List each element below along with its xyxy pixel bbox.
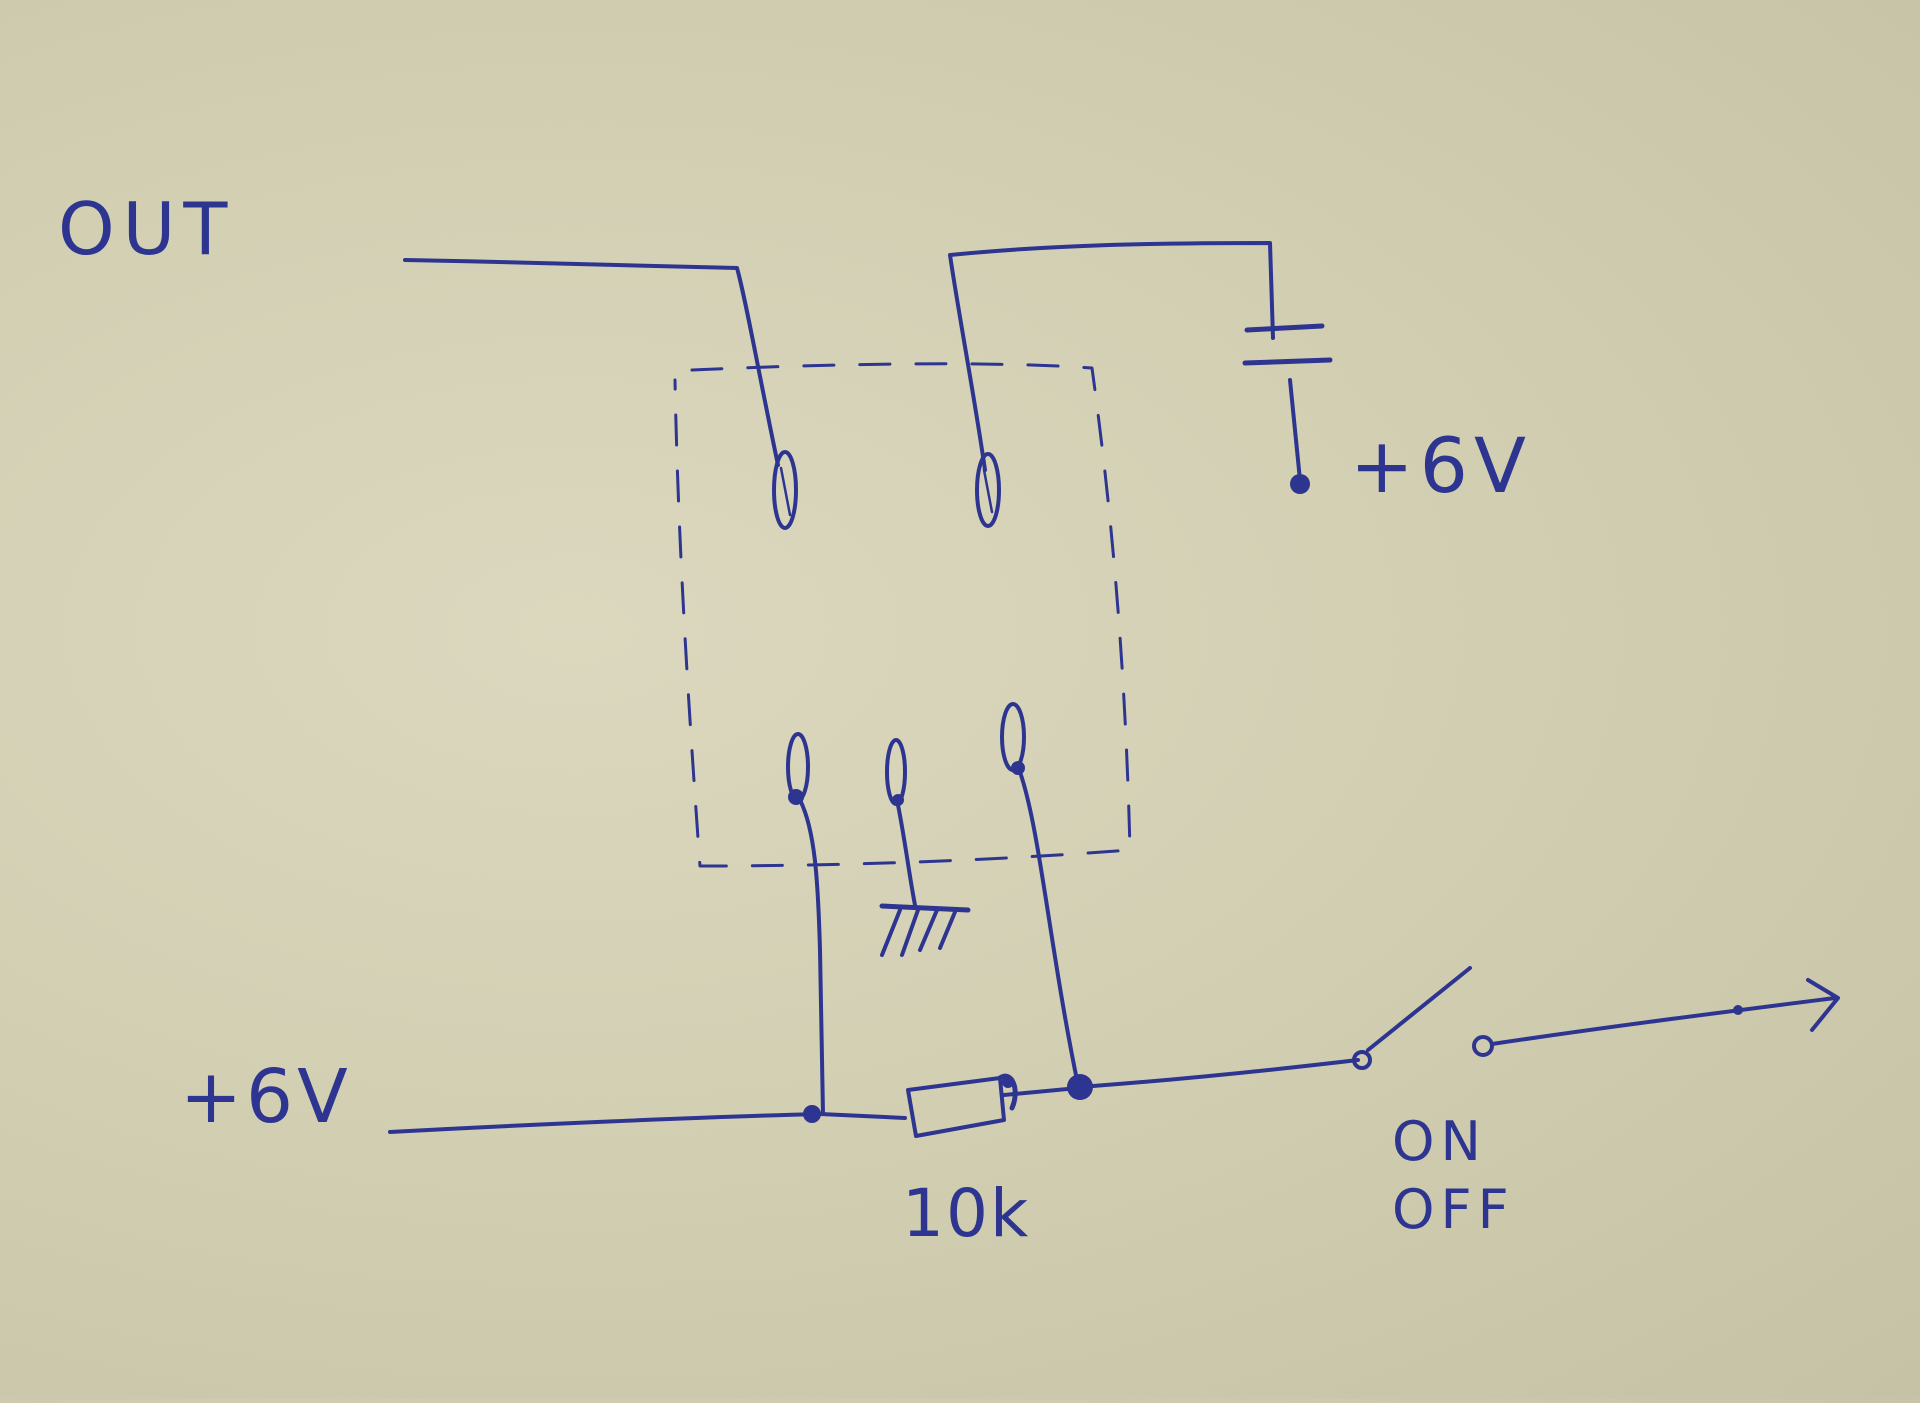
out-label: OUT <box>58 187 235 271</box>
supply-voltage-label: +6V <box>180 1054 352 1140</box>
ground-lead <box>896 803 917 907</box>
relay-pin-left <box>786 732 810 805</box>
relay-pin-supply <box>975 452 1001 528</box>
ink-group: OUT +6V +6V 10k ON OFF <box>58 187 1840 1252</box>
ground-symbol-icon <box>879 903 971 957</box>
left-pin-lead <box>798 798 825 1116</box>
node-to-switch-wire <box>1091 1058 1360 1088</box>
switch-off-label: OFF <box>1392 1178 1515 1241</box>
right-pin-lead <box>1018 770 1080 1087</box>
arrow-right-icon <box>1490 978 1840 1046</box>
relay-pin-middle <box>885 738 907 806</box>
relay-pin-right <box>1000 702 1026 775</box>
supply-line <box>388 1112 907 1134</box>
switch-on-label: ON <box>1392 1110 1487 1173</box>
resistor-10k <box>906 1073 1018 1138</box>
resistor-to-node-wire <box>1002 1086 1080 1097</box>
battery-loop-wire <box>948 241 1275 472</box>
resistor-value-label: 10k <box>902 1175 1030 1252</box>
battery-voltage-label: +6V <box>1350 421 1532 510</box>
out-wire <box>403 258 780 467</box>
switch-symbol-icon <box>1352 966 1494 1070</box>
relay-pin-out <box>772 450 798 530</box>
node-junction-dot <box>1067 1074 1093 1100</box>
battery-symbol-icon <box>1242 323 1333 494</box>
supply-junction-dot <box>803 1105 821 1123</box>
relay-package-outline <box>673 362 1132 868</box>
